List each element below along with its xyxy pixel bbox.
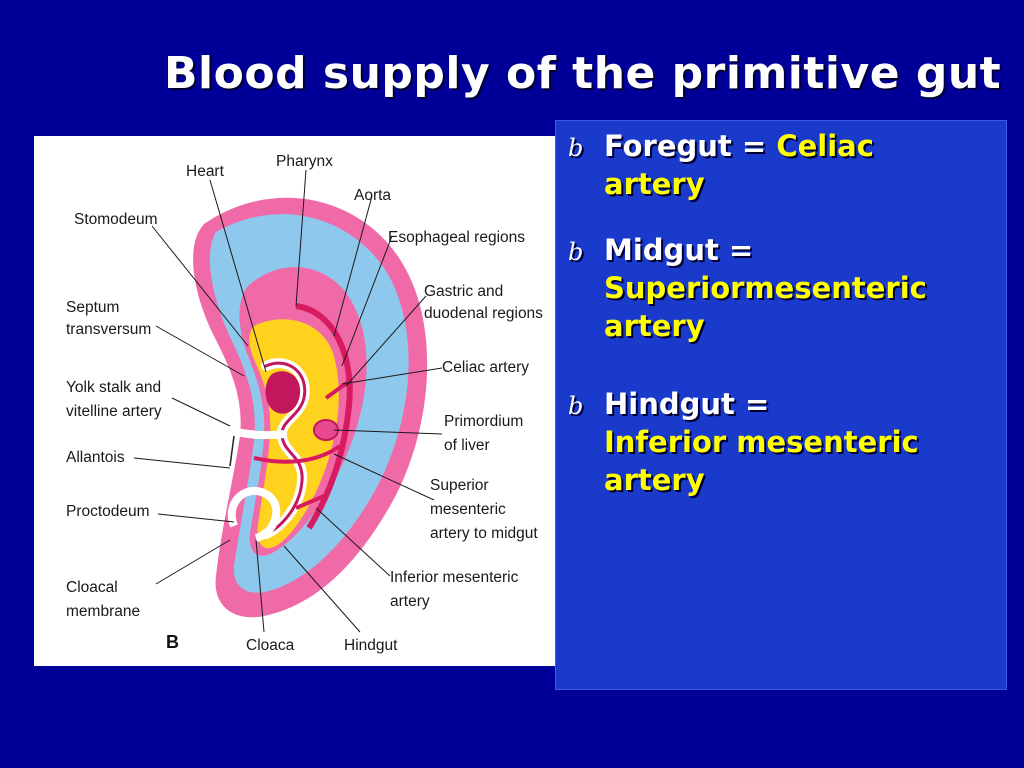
- bullet-panel: b Foregut = Celiac artery b Midgut = Sup…: [555, 120, 1007, 690]
- label-pharynx: Pharynx: [276, 153, 333, 170]
- embryo-illustration: Heart Pharynx Aorta Stomodeum Esophageal…: [66, 153, 543, 654]
- label-ima-2: artery: [390, 593, 430, 610]
- allantois-shape: [229, 435, 235, 467]
- slide-title: Blood supply of the primitive gut: [164, 48, 1002, 99]
- label-cloacal-1: Cloacal: [66, 579, 118, 596]
- label-hindgut: Hindgut: [344, 637, 398, 654]
- label-sma-3: artery to midgut: [430, 525, 538, 542]
- aorta-vessel: [295, 303, 353, 530]
- yolk-stalk-shape: [222, 424, 285, 440]
- label-septum-1: Septum: [66, 299, 119, 316]
- label-septum-2: transversum: [66, 321, 151, 338]
- label-gastric-1: Gastric and: [424, 283, 503, 300]
- bullet-artery: Superiormesenteric: [604, 271, 927, 305]
- label-liver-2: of liver: [444, 437, 490, 454]
- label-ima-1: Inferior mesenteric: [390, 569, 519, 586]
- label-allantois: Allantois: [66, 449, 125, 466]
- label-proctodeum: Proctodeum: [66, 503, 150, 520]
- label-aorta: Aorta: [354, 187, 391, 204]
- embryo-diagram: Heart Pharynx Aorta Stomodeum Esophageal…: [34, 136, 556, 666]
- bullet-label: Hindgut =: [604, 387, 770, 421]
- bullet-artery: Celiac: [776, 129, 874, 163]
- label-sma-1: Superior: [430, 477, 489, 494]
- ima-vessel: [295, 494, 325, 510]
- leader-lines: [133, 169, 443, 633]
- label-liver-1: Primordium: [444, 413, 523, 430]
- label-cloacal-2: membrane: [66, 603, 140, 620]
- label-sma-2: mesenteric: [430, 501, 506, 518]
- bullet-artery: Inferior mesenteric: [604, 425, 919, 459]
- figure-panel-letter: B: [166, 632, 179, 652]
- label-gastric-2: duodenal regions: [424, 305, 543, 322]
- label-yolk-1: Yolk stalk and: [66, 379, 161, 396]
- bullet-marker-icon: b: [568, 134, 584, 162]
- cloaca-shape: [227, 486, 281, 542]
- heart-shape: [265, 371, 301, 414]
- bullet-marker-icon: b: [568, 392, 584, 420]
- label-esophageal-regions: Esophageal regions: [388, 229, 525, 246]
- label-yolk-2: vitelline artery: [66, 403, 162, 420]
- label-heart: Heart: [186, 163, 225, 180]
- bullet-artery-line2: artery: [604, 167, 705, 201]
- bullet-marker-icon: b: [568, 238, 584, 266]
- label-celiac-artery: Celiac artery: [442, 359, 529, 376]
- sma-vessel: [253, 444, 342, 464]
- bullet-artery-line2: artery: [604, 463, 705, 497]
- label-cloaca: Cloaca: [246, 637, 295, 654]
- celiac-artery-vessel: [324, 380, 350, 400]
- bullet-artery-line2: artery: [604, 309, 705, 343]
- bullet-label: Foregut =: [604, 129, 767, 163]
- label-stomodeum: Stomodeum: [74, 211, 158, 228]
- bullet-label: Midgut =: [604, 233, 754, 267]
